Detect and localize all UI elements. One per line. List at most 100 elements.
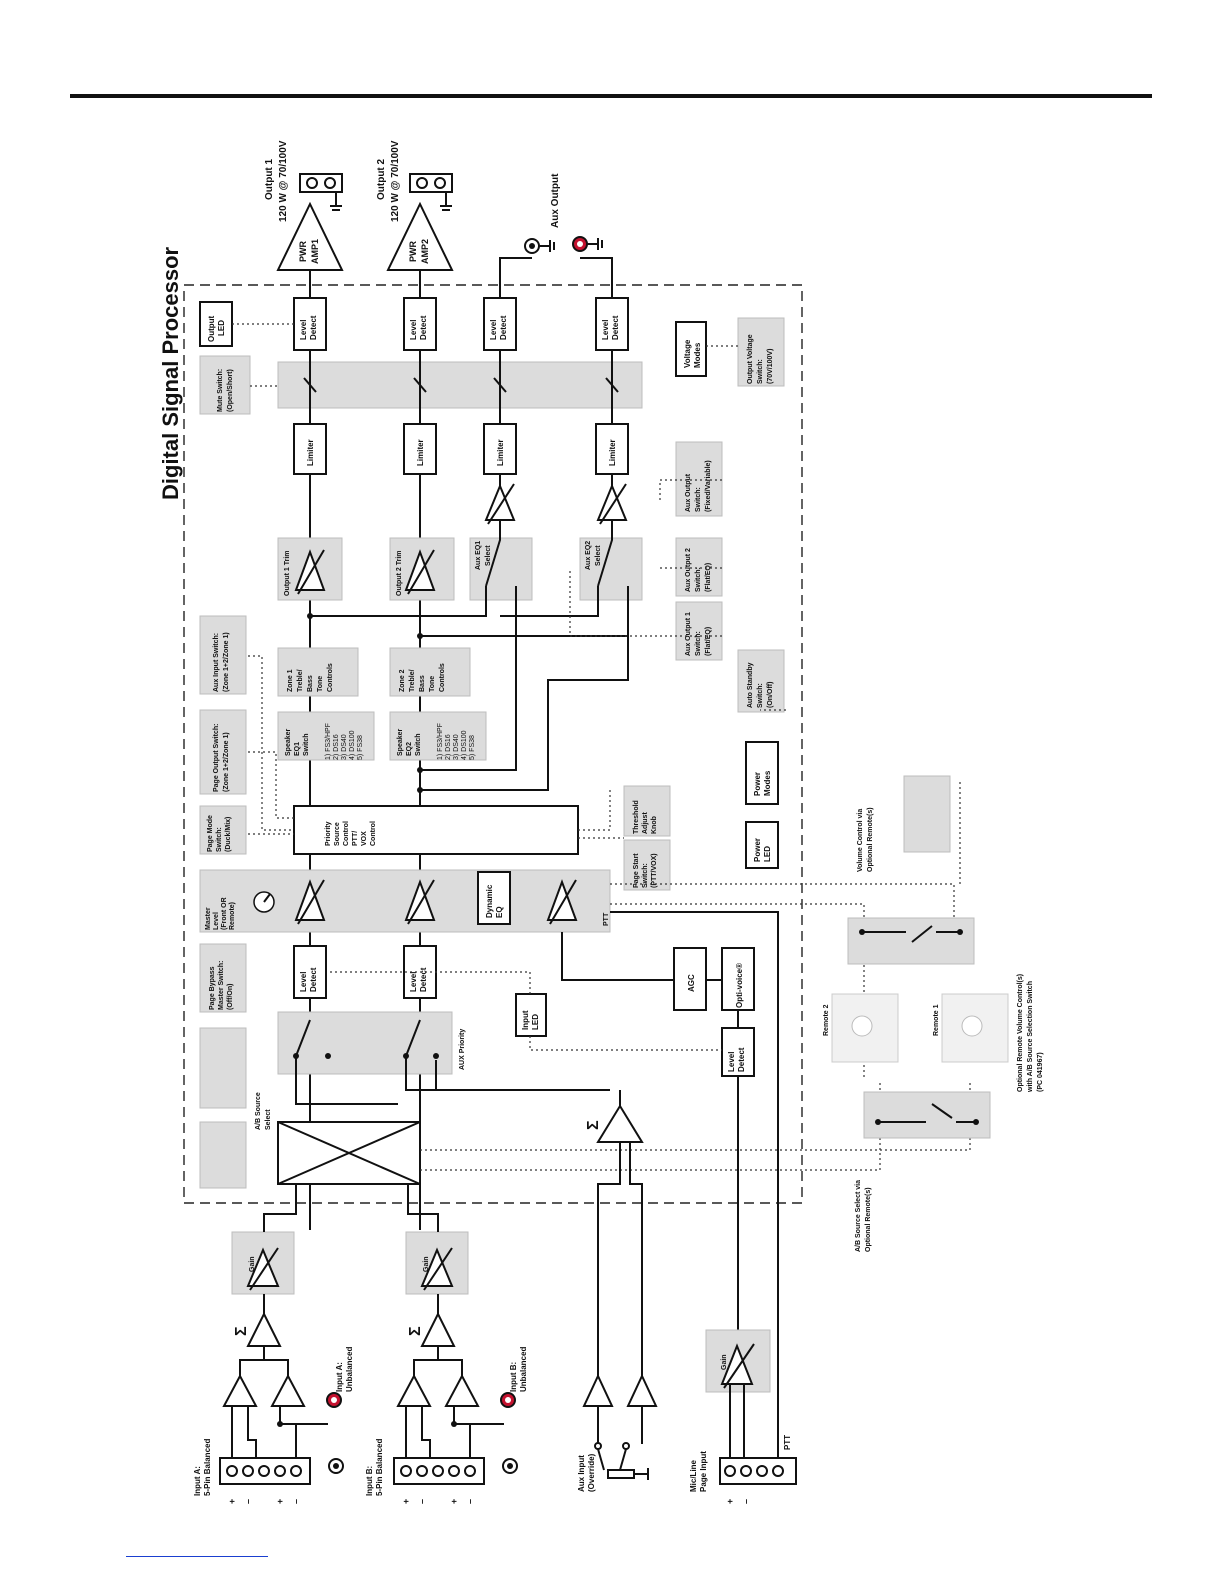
opti-voice (721, 947, 755, 1011)
dsp-boundary (183, 284, 803, 1204)
input-a-unbalanced-label-2: Unbalanced (345, 1347, 354, 1392)
page-mode-label-3: (Duck/Mix) (225, 817, 232, 852)
aux-eq2-label-1: Aux EQ2 (585, 541, 592, 570)
input-led (515, 993, 547, 1037)
threshold-label-2: Adjust (642, 812, 649, 834)
ab-via-label-2: Optional Remote(s) (865, 1187, 872, 1252)
ab-select-switch (199, 1121, 247, 1189)
gain-b-label: Gain (423, 1256, 430, 1272)
gain-a-label: Gain (249, 1256, 256, 1272)
mic-pin-plus: + (725, 1499, 735, 1504)
mute-switch-strokes (303, 377, 619, 393)
input-b-unbalanced-label-2: Unbalanced (519, 1347, 528, 1392)
aux-output-jack-2 (572, 236, 603, 252)
aux-output-fixed-label-1: Aux Output (685, 473, 692, 512)
aux-output-jack-1 (524, 238, 555, 254)
aux-output1-label-1: Aux Output 1 (685, 612, 692, 656)
limiter-label-1: Limiter (306, 439, 315, 466)
zone1-label-4: Tone (317, 676, 324, 692)
header-rule (70, 94, 1152, 98)
output-led (199, 301, 233, 347)
speaker-eq1-switch (277, 711, 375, 761)
power-modes-label-1: Power (753, 772, 762, 796)
amp2-label-1: PWR (408, 241, 418, 262)
sum-amp-b (420, 1311, 456, 1347)
output-level-detect-1-2: Detect (309, 315, 318, 340)
output-led-label-2: LED (217, 320, 226, 336)
output-level-detect-4-1: Level (601, 320, 610, 340)
diff-amp-a1 (222, 1373, 258, 1407)
speaker-eq2-option-2: 2) DS16 (445, 734, 452, 760)
input-level-detect-b-1: Level (409, 972, 418, 992)
output1-rating: 120 W @ 70/100V (278, 140, 289, 222)
zone2-label-5: Controls (439, 663, 446, 692)
aux-input-amp-1 (582, 1373, 614, 1407)
output1-trim-label: Output 1 Trim (284, 551, 291, 597)
speaker-eq1-option-3: 3) DS40 (341, 734, 348, 760)
page-mode-switch (199, 805, 247, 855)
voltage-modes-label-1: Voltage (683, 339, 692, 368)
input-led-label-2: LED (531, 1014, 540, 1030)
amp1-label-1: PWR (298, 241, 308, 262)
aux-output-fixed-label-2: Switch: (695, 487, 702, 512)
page-bypass-label-2: Master Switch: (218, 961, 225, 1010)
opti-voice-label: Opti-voice® (735, 963, 744, 1008)
dynamic-eq-label-2: EQ (495, 906, 504, 918)
output-level-detect-2-1: Level (409, 320, 418, 340)
priority-label-1: Priority (325, 821, 332, 846)
mic-line-label-2: Page Input (699, 1451, 708, 1492)
input-b-label-1: Input B: (365, 1466, 374, 1496)
mic-line-connector (719, 1457, 797, 1485)
output1-name: Output 1 (264, 158, 275, 200)
input-a-label-2: 5-Pin Balanced (203, 1439, 212, 1496)
mic-pin-minus: – (741, 1499, 751, 1504)
aux-eq1-label-1: Aux EQ1 (475, 541, 482, 570)
footer-link-underline (126, 1556, 268, 1557)
output-level-detect-2-2: Detect (419, 315, 428, 340)
input-wiring (231, 911, 779, 1458)
input-level-detect-a-1: Level (299, 972, 308, 992)
speaker-eq1-option-5: 5) FS38 (357, 735, 364, 760)
zone2-label-4: Tone (429, 676, 436, 692)
speaker-eq2-option-4: 4) DS100 (461, 730, 468, 760)
speaker-eq1-label-2: EQ1 (294, 742, 301, 756)
amp1-label-2: AMP1 (310, 239, 320, 264)
input-a-pin-sign-1: + (227, 1499, 237, 1504)
diff-amp-b2 (444, 1373, 480, 1407)
page-level-detect-label-2: Detect (737, 1047, 746, 1072)
ab-source-select-label-1: A/B Source (255, 1092, 262, 1130)
speaker-eq2-label-2: EQ2 (406, 742, 413, 756)
input-b-pin-sign-5: – (465, 1499, 475, 1504)
output2-trim-label: Output 2 Trim (396, 551, 403, 597)
voltage-modes-label-2: Modes (693, 342, 702, 368)
power-modes-label-2: Modes (763, 770, 772, 796)
threshold-label-3: Knob (651, 816, 658, 834)
zone1-label-5: Controls (327, 663, 334, 692)
page-start-label-2: Switch: (642, 863, 649, 888)
aux-input-zone-label-1: Aux Input Switch: (213, 633, 220, 692)
auto-standby-label-1: Auto Standby (747, 662, 754, 708)
speaker-eq2-option-1: 1) FS3/HPF (437, 723, 444, 760)
input-b-pin-sign-2: – (417, 1499, 427, 1504)
input-b-label-2: 5-Pin Balanced (375, 1439, 384, 1496)
output-voltage-label-3: (70V/100V) (767, 349, 774, 384)
speaker-eq2-label-3: Switch (415, 733, 422, 756)
input-level-detect-a (293, 945, 327, 999)
diff-amp-b1 (396, 1373, 432, 1407)
aux-input-zone-label-2: (Zone 1+2/Zone 1) (223, 632, 230, 692)
master-level-amp-b (404, 879, 436, 921)
aux-output-fixed-switch (675, 441, 723, 517)
power-led-label-2: LED (763, 846, 772, 862)
mic-line-label-1: Mic/Line (689, 1459, 698, 1492)
aux-input-zone-switch (199, 615, 247, 695)
ptt-label: PTT (603, 912, 610, 926)
speaker-eq2-label-1: Speaker (397, 728, 404, 756)
threshold-adjust-knob (623, 785, 671, 837)
auto-standby-switch (737, 649, 785, 713)
aux-priority-band (277, 1011, 453, 1075)
aux-sum-sigma: Σ (585, 1120, 602, 1130)
amp2-label-2: AMP2 (420, 239, 430, 264)
voltage-modes (675, 321, 707, 377)
speaker-eq1-option-1: 1) FS3/HPF (325, 723, 332, 760)
volume-via-label-1: Volume Control via (857, 809, 864, 872)
